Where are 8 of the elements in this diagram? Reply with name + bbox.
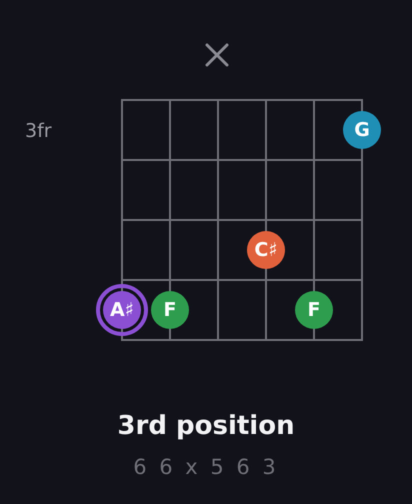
note-marker: F <box>295 291 333 329</box>
note-marker: F <box>151 291 189 329</box>
fret-number: 3fr <box>25 122 52 141</box>
root-note-marker: A♯ <box>96 284 148 336</box>
note-marker: C♯ <box>247 231 285 269</box>
fingering-caption: 6 6 x 5 6 3 <box>133 455 279 479</box>
chord-title: 3rd position <box>117 411 295 441</box>
note-marker: G <box>343 111 381 149</box>
